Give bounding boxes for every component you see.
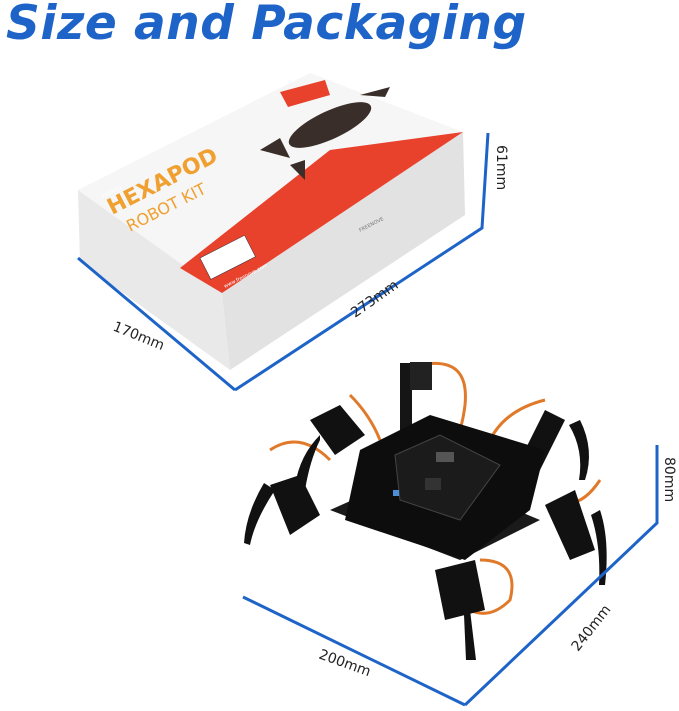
robot-dimension-lines [242,445,659,707]
box-length-line [234,132,490,392]
robot-control-board [394,434,501,521]
robot-length-line [463,445,659,707]
robot-width-line [242,595,466,707]
box-red-corner [280,80,330,107]
packaging-box: FRT0051 HEXAPOD ROBOT KIT www.freenove.c… [78,73,465,370]
box-front-face [222,132,465,370]
box-top-face [78,73,463,293]
robot-length-label: 240mm [569,602,615,654]
robot-blue-component [393,490,399,496]
robot-wifi-module [436,452,454,462]
robot-chip [425,478,441,490]
page-title: Size and Packaging [6,0,527,51]
box-dimension-lines [77,132,490,392]
box-height-label: 61mm [493,145,509,190]
box-robot-picture [260,87,390,180]
box-left-face [78,190,230,370]
box-width-line [77,256,236,392]
robot-width-label: 200mm [317,647,373,681]
robot-height-label: 80mm [661,457,677,502]
hexapod-robot [244,361,607,660]
box-label-sticker [199,234,256,280]
